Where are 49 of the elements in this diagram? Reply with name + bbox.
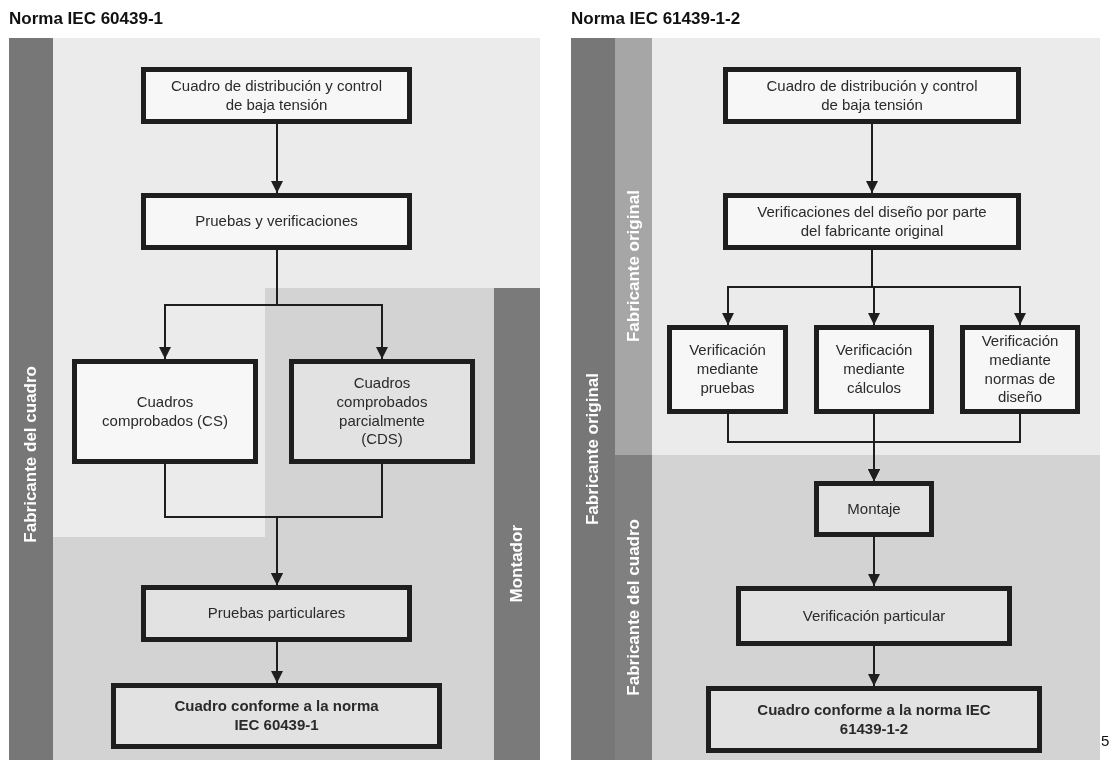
process-box (667, 325, 788, 414)
role-band (571, 38, 615, 760)
role-band (615, 455, 652, 760)
role-band (494, 288, 540, 760)
box-label: Montaje (847, 499, 901, 519)
process-box (72, 359, 258, 464)
box-label: Cuadros comprobados (CS) (101, 392, 229, 431)
role-band (615, 38, 652, 455)
process-box (141, 67, 412, 124)
process-box (736, 586, 1012, 646)
box-label: Verificación mediante normas de diseño (980, 332, 1060, 407)
process-box (706, 686, 1042, 753)
arrow (271, 463, 383, 586)
box-label: Cuadro de distribución y control de baja tensión (170, 76, 383, 115)
arrow (271, 123, 283, 194)
band-label: Fabricante del cuadro (21, 365, 41, 543)
panel-title: Norma IEC 60439-1 (9, 9, 164, 29)
process-box (141, 585, 412, 642)
box-label: Verificaciones del diseño por parte del fabricante original (756, 202, 988, 241)
box-label: Cuadro conforme a la norma IEC 60439-1 (173, 697, 380, 735)
process-box (111, 683, 442, 749)
arrow (866, 123, 878, 194)
band-label: Fabricante del cuadro (623, 519, 644, 696)
box-label: Verificación mediante cálculos (834, 341, 914, 398)
arrow (271, 641, 283, 684)
box-label: Verificación particular (802, 606, 946, 626)
box-label: Cuadro de distribución y control de baja tensión (765, 76, 979, 115)
band-label: Fabricante original (583, 372, 603, 526)
process-box (960, 325, 1080, 414)
role-band (9, 38, 53, 760)
process-box (723, 67, 1021, 124)
arrow (868, 413, 1021, 482)
box-label: Cuadro conforme a la norma IEC 61439-1-2 (756, 700, 992, 739)
arrow (871, 249, 1026, 326)
panel-title: Norma IEC 61439-1-2 (571, 9, 741, 29)
band-label: Montador (507, 525, 527, 603)
arrow (868, 536, 880, 587)
process-box (814, 481, 934, 537)
box-label: Verificación mediante pruebas (688, 341, 767, 398)
process-box (814, 325, 934, 414)
arrow (868, 645, 880, 687)
band-label: Fabricante original (623, 190, 644, 343)
process-box (141, 193, 412, 250)
box-label: Pruebas particulares (207, 604, 346, 623)
process-box (723, 193, 1021, 250)
process-box (289, 359, 475, 464)
box-label: Pruebas y verificaciones (195, 212, 358, 231)
figure-number: 5 (1101, 732, 1110, 749)
box-label: Cuadros comprobados parcialmente (CDS) (335, 374, 429, 449)
